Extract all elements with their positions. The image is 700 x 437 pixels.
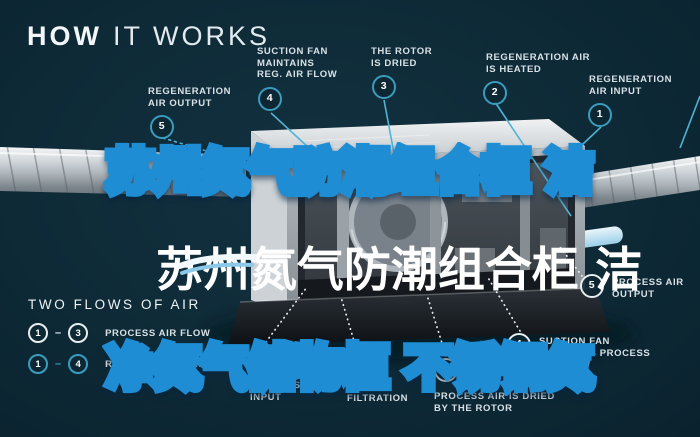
- label-text: REGENERATION AIR OUTPUT: [148, 86, 232, 109]
- leader-line-top-5: [162, 137, 241, 162]
- leader-line-bottom-1: [262, 286, 308, 347]
- heater-box: [462, 180, 512, 202]
- label-rotor-is-dried: THE ROTOR IS DRIED 3: [371, 46, 432, 99]
- title-light: IT WORKS: [112, 21, 270, 51]
- badge-process-dried-3: 3: [434, 358, 458, 382]
- badge-air-input-1: 1: [588, 103, 612, 127]
- leader-lines-regeneration: [162, 95, 700, 217]
- dehumidifier-unit: [228, 119, 610, 346]
- legend-label: REGENERATION AIR FLOW: [105, 358, 243, 370]
- label-text: FILTRATION: [347, 393, 409, 404]
- label-suction-fan-reg: SUCTION FAN MAINTAINS REG. AIR FLOW 4: [257, 46, 337, 111]
- badge-regeneration-output-5: 5: [150, 115, 174, 139]
- legend-circle-to: 3: [68, 323, 89, 343]
- machine-base: [228, 288, 610, 346]
- legend-circle-to: 4: [68, 354, 89, 374]
- legend-heading: TWO FLOWS OF AIR: [28, 297, 201, 312]
- headline-chinese: 苏州氮气防潮组合柜 洁 苏州氮气防潮组合柜 洁 净氮气储物柜 不锈钢氮 净氮气储…: [0, 144, 700, 437]
- legend-row-process: 1 – 3 PROCESS AIR FLOW: [28, 323, 243, 343]
- leader-line-bottom-3: [426, 294, 447, 357]
- headline-line-1: 苏州氮气防潮组合柜 洁 苏州氮气防潮组合柜 洁: [102, 144, 643, 298]
- badge-rotor-dried-3: 3: [372, 75, 396, 99]
- leader-line-top-4: [270, 112, 334, 171]
- rotor-hub: [380, 204, 416, 240]
- label-filtration: 2 FILTRATION: [347, 360, 408, 405]
- leader-line-top-1: [566, 126, 602, 160]
- title-bold: HOW: [27, 21, 102, 51]
- label-text: REGENERATION AIR INPUT: [589, 74, 673, 97]
- label-suction-fan-process: 4 SUCTION FAN MAINTAINS PROCESS AIR FLOW: [507, 333, 650, 371]
- swoosh-accent: [178, 253, 257, 275]
- machine-left-face: [251, 131, 287, 312]
- label-regeneration-air-output: REGENERATION AIR OUTPUT 5: [148, 86, 231, 139]
- headline-line-2: 净氮气储物柜 不锈钢氮 净氮气储物柜 不锈钢氮: [102, 340, 597, 398]
- page-title: HOW IT WORKS: [27, 21, 270, 52]
- label-regeneration-air-heated: REGENERATION AIR IS HEATED 2: [483, 52, 591, 105]
- label-process-air-dried: 3 PROCESS AIR IS DRIED BY THE ROTOR: [434, 358, 555, 414]
- leader-line-top-2: [494, 101, 572, 217]
- label-text: PROCESS AIR IS DRIED BY THE ROTOR: [434, 391, 555, 414]
- legend-row-regeneration: 1 – 4 REGENERATION AIR FLOW: [28, 354, 243, 374]
- label-text: SUCTION FAN MAINTAINS REG. AIR FLOW: [257, 46, 338, 80]
- leader-line-edge: [679, 95, 700, 149]
- label-text: REGENERATION AIR IS HEATED: [486, 52, 591, 75]
- leader-line-bottom-2: [340, 296, 360, 359]
- leader-line-bottom-5: [559, 246, 583, 277]
- badge-process-output-5: 5: [580, 274, 604, 298]
- label-regeneration-air-input: REGENERATION AIR INPUT 1: [588, 74, 673, 127]
- legend-circle-from: 1: [28, 354, 48, 374]
- badge-filtration-2: 2: [347, 360, 371, 384]
- badge-process-input-1: 1: [250, 347, 274, 371]
- badge-suction-fan-4: 4: [258, 86, 282, 111]
- badge-air-heated-2: 2: [483, 81, 507, 105]
- label-process-air-input: 1 PROCESS AIR INPUT: [250, 347, 322, 403]
- label-text: SUCTION FAN MAINTAINS PROCESS AIR FLOW: [539, 336, 651, 370]
- leader-line-top-3: [383, 99, 400, 181]
- legend-circle-from: 1: [28, 323, 48, 343]
- legend-dash: –: [55, 358, 62, 370]
- label-process-air-output: 5 PROCESS AIR OUTPUT: [580, 274, 684, 300]
- machine-top-face: [251, 119, 585, 160]
- label-text: PROCESS AIR INPUT: [250, 380, 322, 403]
- label-text: THE ROTOR IS DRIED: [371, 46, 433, 69]
- leader-lines-process: [262, 246, 583, 359]
- legend-label: PROCESS AIR FLOW: [105, 327, 211, 339]
- legend-dash: –: [55, 327, 62, 339]
- badge-suction-process-4: 4: [507, 333, 531, 357]
- leader-line-bottom-4: [486, 275, 521, 332]
- label-text: PROCESS AIR OUTPUT: [612, 277, 684, 300]
- legend-two-flows: TWO FLOWS OF AIR 1 – 3 PROCESS AIR FLOW …: [28, 297, 243, 374]
